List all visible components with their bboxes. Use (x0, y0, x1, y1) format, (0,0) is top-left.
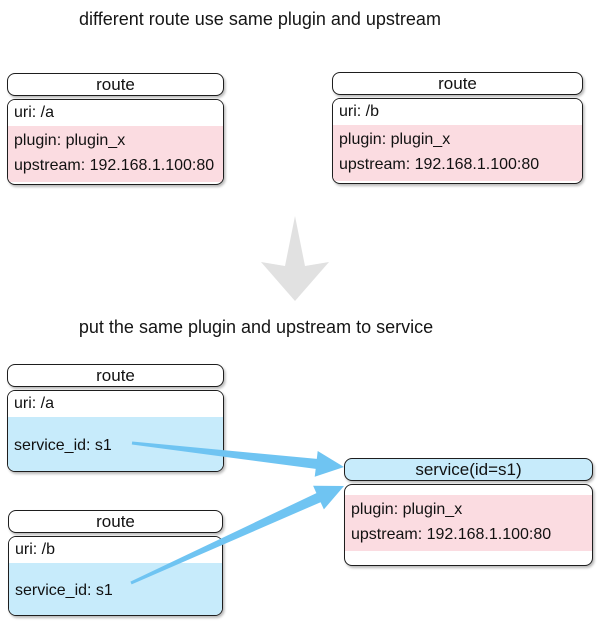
route-header: route (7, 364, 224, 387)
uri-row: uri: /b (9, 537, 222, 563)
plugin-upstream-band: plugin: plugin_x upstream: 192.168.1.100… (333, 125, 582, 181)
plugin-upstream-band: plugin: plugin_x upstream: 192.168.1.100… (8, 126, 223, 182)
route-node-a-before: route uri: /a plugin: plugin_x upstream:… (7, 73, 224, 185)
uri-row: uri: /a (8, 391, 223, 417)
service-id-row: service_id: s1 (8, 417, 223, 471)
route-body: uri: /b service_id: s1 (8, 536, 223, 616)
plugin-row: plugin: plugin_x (339, 131, 451, 148)
upstream-row: upstream: 192.168.1.100:80 (351, 526, 552, 543)
service-node: service(id=s1) plugin: plugin_x upstream… (344, 458, 593, 566)
upstream-row: upstream: 192.168.1.100:80 (14, 157, 215, 174)
route-body: uri: /a service_id: s1 (7, 390, 224, 472)
route-body: uri: /a plugin: plugin_x upstream: 192.1… (7, 99, 224, 185)
service-body: plugin: plugin_x upstream: 192.168.1.100… (344, 484, 593, 566)
route-header: route (7, 73, 224, 96)
diagram-title-after: put the same plugin and upstream to serv… (78, 317, 434, 337)
service-id-row: service_id: s1 (9, 563, 222, 615)
plugin-row: plugin: plugin_x (351, 501, 463, 518)
route-header: route (332, 72, 583, 95)
service-header: service(id=s1) (344, 458, 593, 481)
uri-row: uri: /a (8, 100, 223, 126)
upstream-row: upstream: 192.168.1.100:80 (339, 156, 540, 173)
route-node-b-before: route uri: /b plugin: plugin_x upstream:… (332, 72, 583, 184)
transform-down-arrow-icon (261, 216, 329, 301)
route-header: route (8, 510, 223, 533)
uri-row: uri: /b (333, 99, 582, 125)
plugin-upstream-band: plugin: plugin_x upstream: 192.168.1.100… (345, 495, 592, 551)
route-node-b-after: route uri: /b service_id: s1 (8, 510, 223, 616)
route-body: uri: /b plugin: plugin_x upstream: 192.1… (332, 98, 583, 184)
plugin-row: plugin: plugin_x (14, 132, 126, 149)
diagram-title-before: different route use same plugin and upst… (79, 9, 441, 29)
route-node-a-after: route uri: /a service_id: s1 (7, 364, 224, 472)
